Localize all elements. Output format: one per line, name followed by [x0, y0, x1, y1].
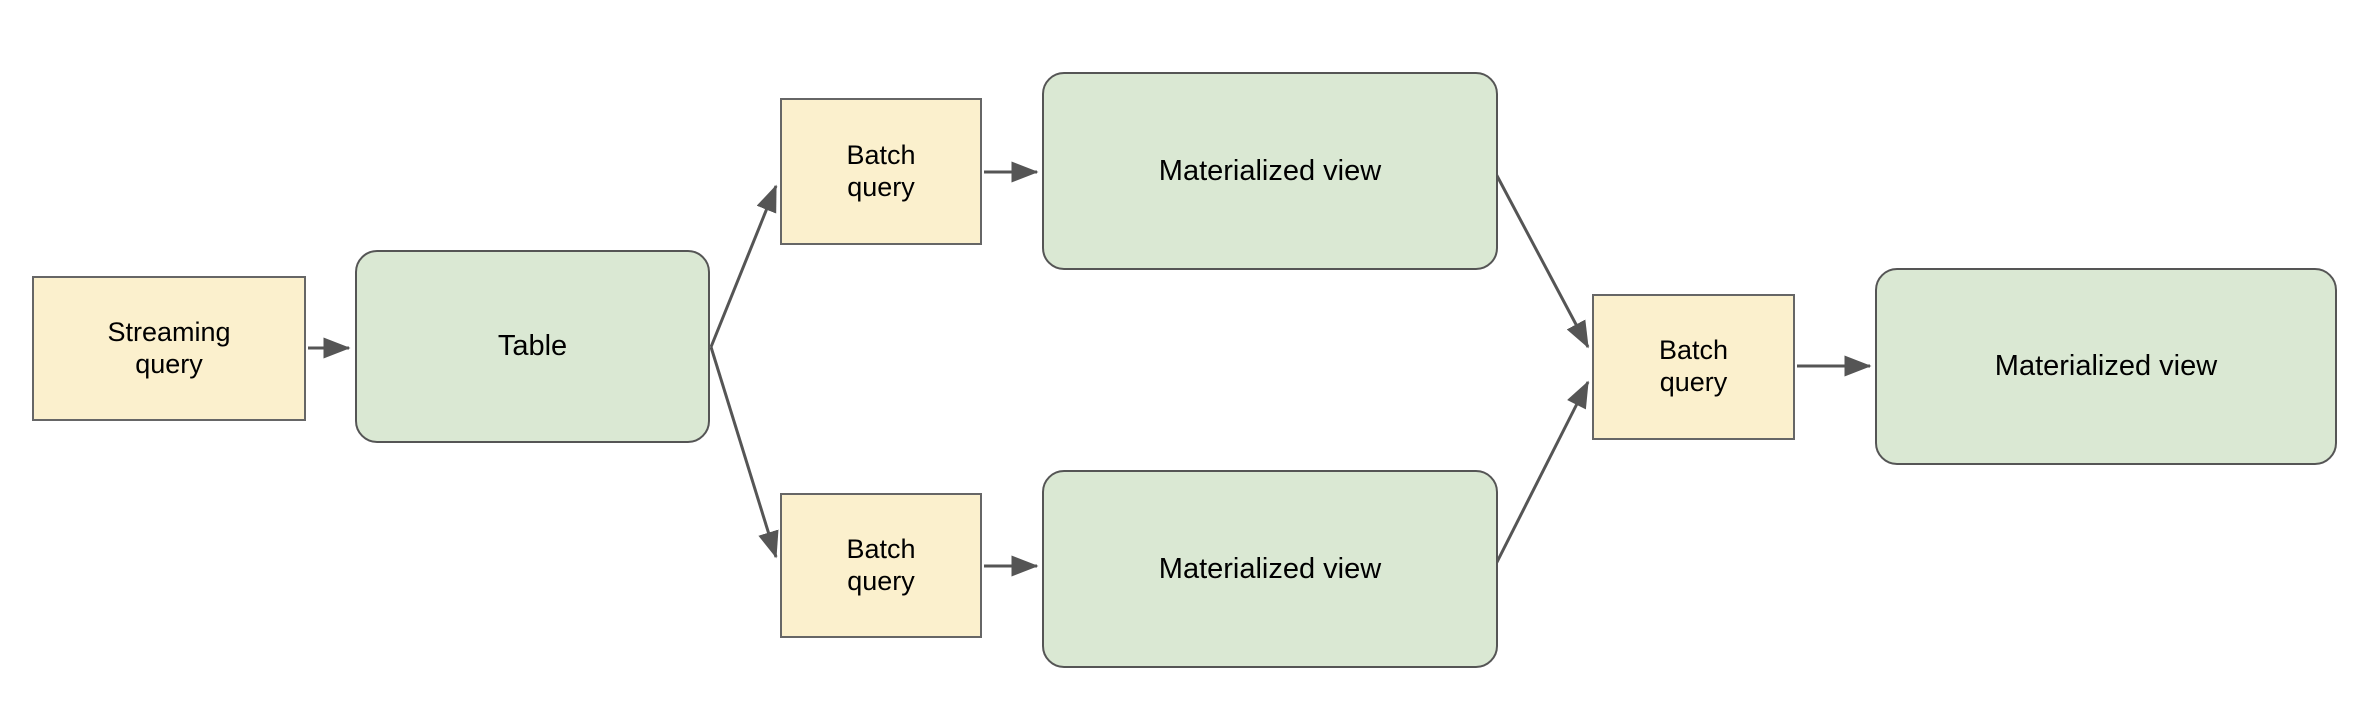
node-batch-query-merge-label: Batch query	[1658, 335, 1729, 397]
node-materialized-view-bottom[interactable]: Materialized view	[1042, 470, 1498, 668]
edge-table-to-batch-query-top	[709, 184, 778, 348]
node-materialized-view-right[interactable]: Materialized view	[1875, 268, 2337, 465]
node-batch-query-bottom[interactable]: Batch query	[780, 493, 982, 638]
node-streaming-query[interactable]: Streaming query	[32, 276, 306, 421]
node-batch-query-merge[interactable]: Batch query	[1592, 294, 1795, 440]
node-streaming-query-label: Streaming query	[107, 316, 231, 379]
node-table-label: Table	[497, 330, 568, 363]
node-batch-query-bottom-label: Batch query	[846, 533, 916, 596]
node-materialized-view-right-label: Materialized view	[1994, 350, 2218, 383]
edge-materialized-view-bottom-to-batch-query-merge	[1493, 380, 1590, 567]
node-batch-query-top[interactable]: Batch query	[780, 98, 982, 245]
node-materialized-view-bottom-label: Materialized view	[1158, 552, 1382, 585]
node-materialized-view-top-label: Materialized view	[1158, 154, 1382, 187]
node-batch-query-top-label: Batch query	[846, 139, 916, 202]
node-table[interactable]: Table	[355, 250, 710, 443]
edge-materialized-view-top-to-batch-query-merge	[1493, 171, 1590, 349]
edge-table-to-batch-query-bottom	[709, 346, 779, 559]
node-materialized-view-top[interactable]: Materialized view	[1042, 72, 1498, 270]
